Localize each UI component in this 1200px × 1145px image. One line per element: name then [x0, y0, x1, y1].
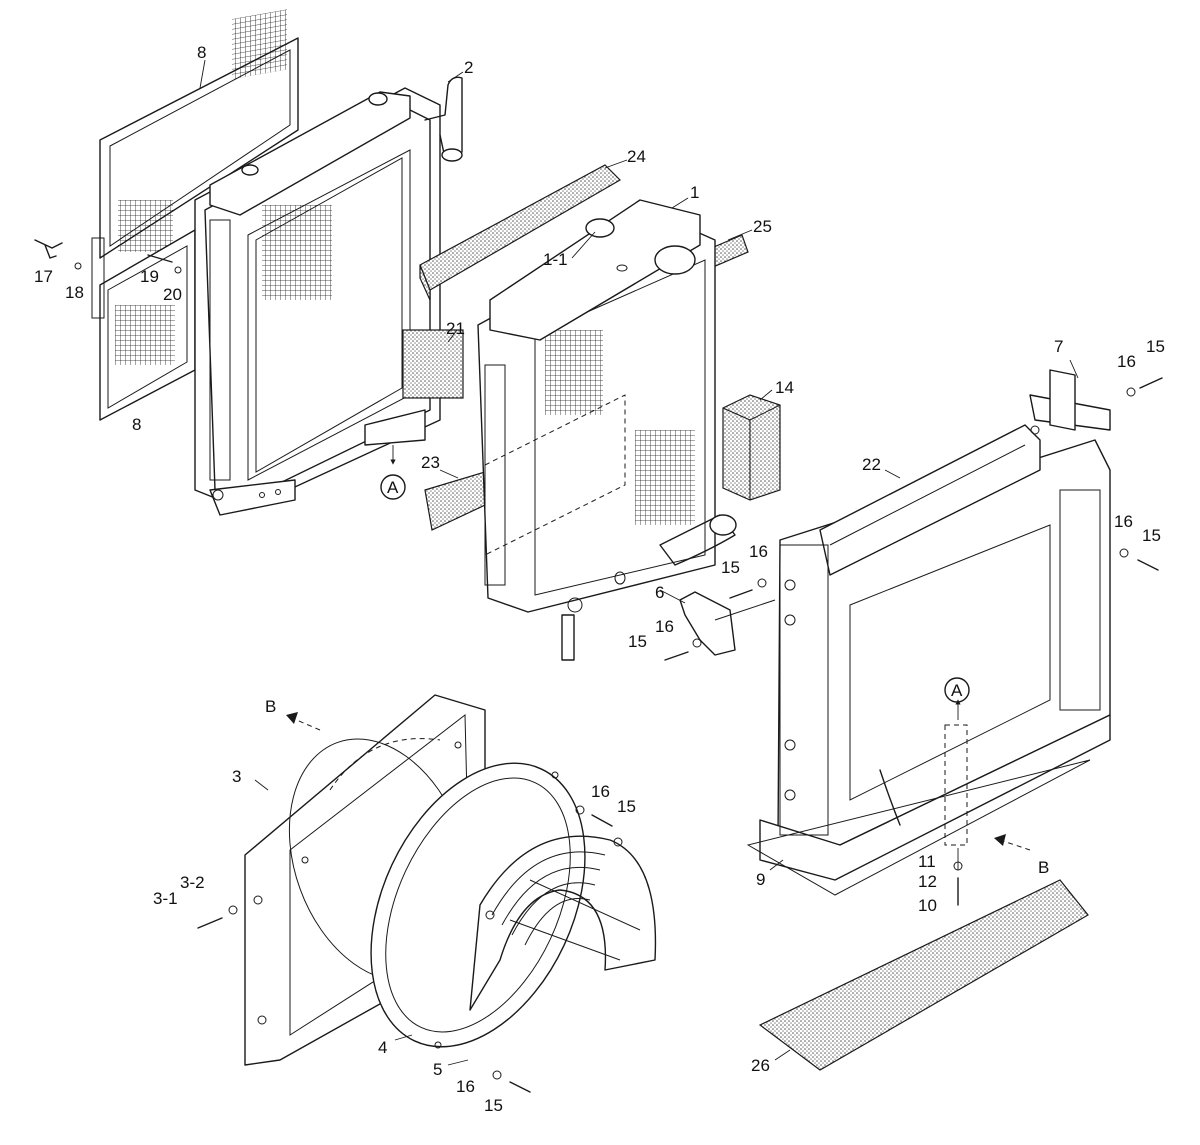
label-part-21: 21: [446, 319, 465, 338]
view-arrow-b-right: [994, 834, 1031, 851]
label-part-15-mid2: 15: [628, 632, 647, 651]
label-part-15-bottom: 15: [484, 1096, 503, 1115]
part-labels: 8 8 2 24 1 1-1 25 17 18 19 20 21 14 23 A…: [34, 43, 1165, 1115]
label-part-12: 12: [918, 872, 937, 891]
view-arrow-b-left: [286, 712, 321, 731]
label-part-15-fan: 15: [617, 797, 636, 816]
leader-lines: [199, 59, 1079, 1066]
label-part-5: 5: [433, 1060, 442, 1079]
label-part-2: 2: [464, 58, 473, 77]
label-part-20: 20: [163, 285, 182, 304]
label-part-16-top: 16: [1117, 352, 1136, 371]
label-part-7: 7: [1054, 337, 1063, 356]
foam-strip-21: [402, 329, 464, 399]
fan-ring: [370, 762, 586, 1049]
label-part-8-top: 8: [197, 43, 206, 62]
label-part-8-bottom: 8: [132, 415, 141, 434]
label-part-10: 10: [918, 896, 937, 915]
label-part-16-right: 16: [1114, 512, 1133, 531]
foam-block-14: [722, 394, 781, 501]
label-part-3-1: 3-1: [153, 889, 178, 908]
label-part-6: 6: [655, 583, 664, 602]
label-part-23: 23: [421, 453, 440, 472]
label-part-16-bottom: 16: [456, 1077, 475, 1096]
fasteners: [34, 239, 1163, 1093]
label-part-26: 26: [751, 1056, 770, 1075]
label-part-11: 11: [918, 852, 936, 871]
callout-a-right-circle: [944, 677, 970, 703]
label-part-15-mid: 15: [721, 558, 740, 577]
label-part-25: 25: [753, 217, 772, 236]
label-part-3-2: 3-2: [180, 873, 205, 892]
label-part-14: 14: [775, 378, 794, 397]
label-part-18: 18: [65, 283, 84, 302]
label-part-22: 22: [862, 455, 881, 474]
label-part-16-mid: 16: [749, 542, 768, 561]
radiator: [477, 199, 737, 661]
label-part-19: 19: [140, 267, 159, 286]
label-part-16-fan: 16: [591, 782, 610, 801]
label-part-15-top: 15: [1146, 337, 1165, 356]
label-callout-a-left: A: [387, 478, 399, 497]
label-part-1: 1: [690, 183, 699, 202]
frame-assembly: [746, 369, 1111, 896]
label-part-17: 17: [34, 267, 53, 286]
label-part-15-right: 15: [1142, 526, 1161, 545]
label-view-b-right: B: [1038, 858, 1049, 877]
foam-plate-26: [758, 879, 1089, 1071]
screen-lower: [91, 229, 196, 421]
bracket-6: [679, 591, 776, 656]
oil-cooler: [194, 76, 463, 516]
label-part-24: 24: [627, 147, 646, 166]
screen-upper: [99, 9, 299, 259]
callout-a-left-circle: [380, 474, 406, 500]
label-part-1-1: 1-1: [543, 250, 568, 269]
label-part-9: 9: [756, 870, 765, 889]
foam-strip-24: [419, 164, 621, 301]
label-part-3: 3: [232, 767, 241, 786]
label-part-16-mid2: 16: [655, 617, 674, 636]
label-callout-a-right: A: [951, 681, 963, 700]
fan-guard: [469, 835, 657, 1011]
label-view-b-left: B: [265, 697, 276, 716]
label-part-4: 4: [378, 1038, 387, 1057]
